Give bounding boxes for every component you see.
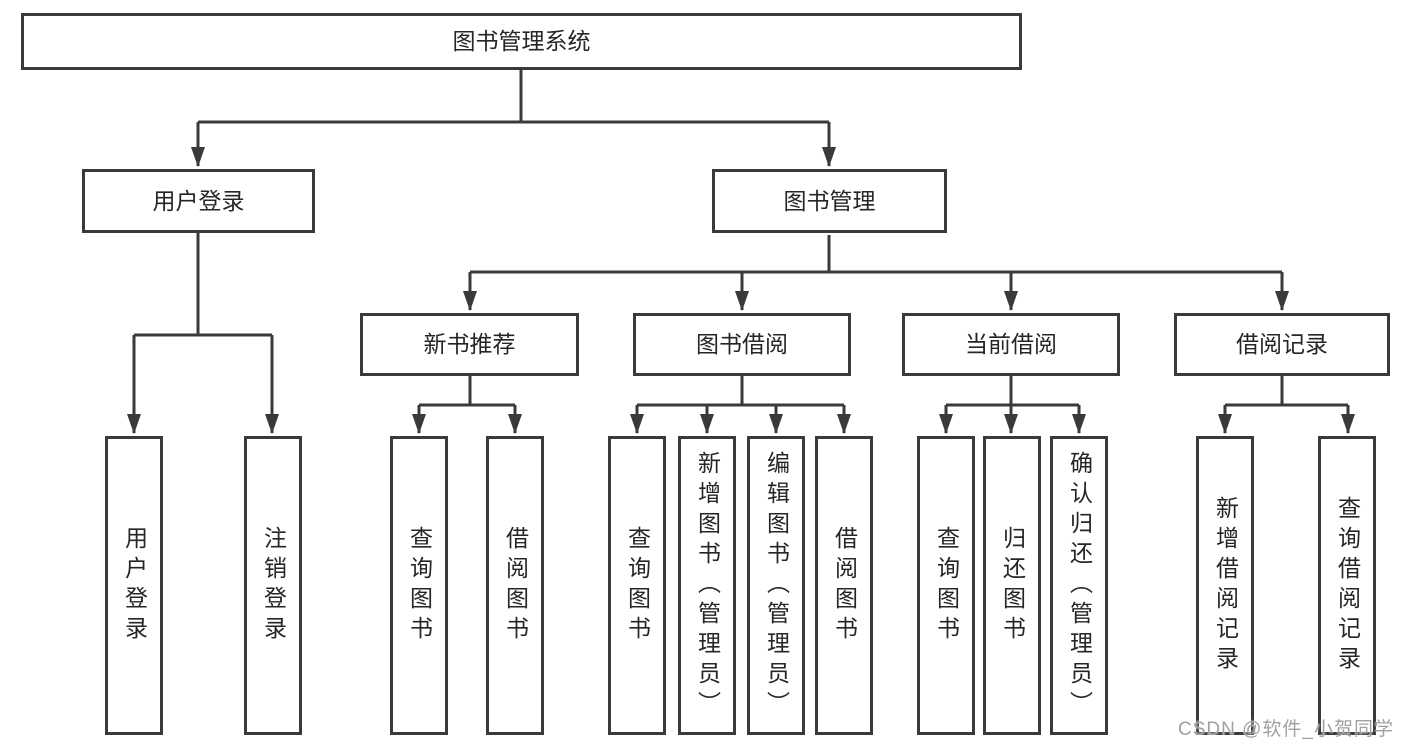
leaf-user-login: 用户登录 bbox=[105, 436, 163, 735]
leaf-label: 借阅图书 bbox=[831, 525, 858, 646]
leaf-return-books: 归还图书 bbox=[983, 436, 1041, 735]
leaf-label: 确认归还（管理员） bbox=[1066, 450, 1093, 721]
leaf-query-borrow-record: 查询借阅记录 bbox=[1318, 436, 1376, 735]
leaf-label: 归还图书 bbox=[999, 525, 1026, 646]
leaf-borrow-books-recommend: 借阅图书 bbox=[486, 436, 544, 735]
leaf-label: 查询借阅记录 bbox=[1334, 495, 1361, 676]
leaf-label: 编辑图书（管理员） bbox=[763, 450, 790, 721]
leaf-label: 新增借阅记录 bbox=[1212, 495, 1239, 676]
leaf-query-books-current: 查询图书 bbox=[917, 436, 975, 735]
csdn-watermark: CSDN @软件_小贺同学 bbox=[1178, 719, 1394, 740]
node-book-management: 图书管理 bbox=[712, 169, 947, 233]
leaf-label: 查询图书 bbox=[933, 525, 960, 646]
leaf-label: 查询图书 bbox=[406, 525, 433, 646]
node-current-borrow: 当前借阅 bbox=[902, 313, 1120, 376]
leaf-add-book-admin: 新增图书（管理员） bbox=[678, 436, 736, 735]
leaf-logout-login: 注销登录 bbox=[244, 436, 302, 735]
leaf-label: 借阅图书 bbox=[502, 525, 529, 646]
leaf-label: 用户登录 bbox=[121, 525, 148, 646]
leaf-edit-book-admin: 编辑图书（管理员） bbox=[747, 436, 805, 735]
leaf-query-books-borrow: 查询图书 bbox=[608, 436, 666, 735]
node-user-login: 用户登录 bbox=[82, 169, 315, 233]
leaf-label: 注销登录 bbox=[260, 525, 287, 646]
node-new-book-recommend: 新书推荐 bbox=[360, 313, 579, 376]
leaf-confirm-return-admin: 确认归还（管理员） bbox=[1050, 436, 1108, 735]
node-root-library-system: 图书管理系统 bbox=[21, 13, 1022, 70]
leaf-add-borrow-record: 新增借阅记录 bbox=[1196, 436, 1254, 735]
node-book-borrow: 图书借阅 bbox=[633, 313, 851, 376]
leaf-borrow-books-borrow: 借阅图书 bbox=[815, 436, 873, 735]
leaf-label: 查询图书 bbox=[624, 525, 651, 646]
leaf-label: 新增图书（管理员） bbox=[694, 450, 721, 721]
node-borrow-records: 借阅记录 bbox=[1174, 313, 1390, 376]
leaf-query-books-recommend: 查询图书 bbox=[390, 436, 448, 735]
